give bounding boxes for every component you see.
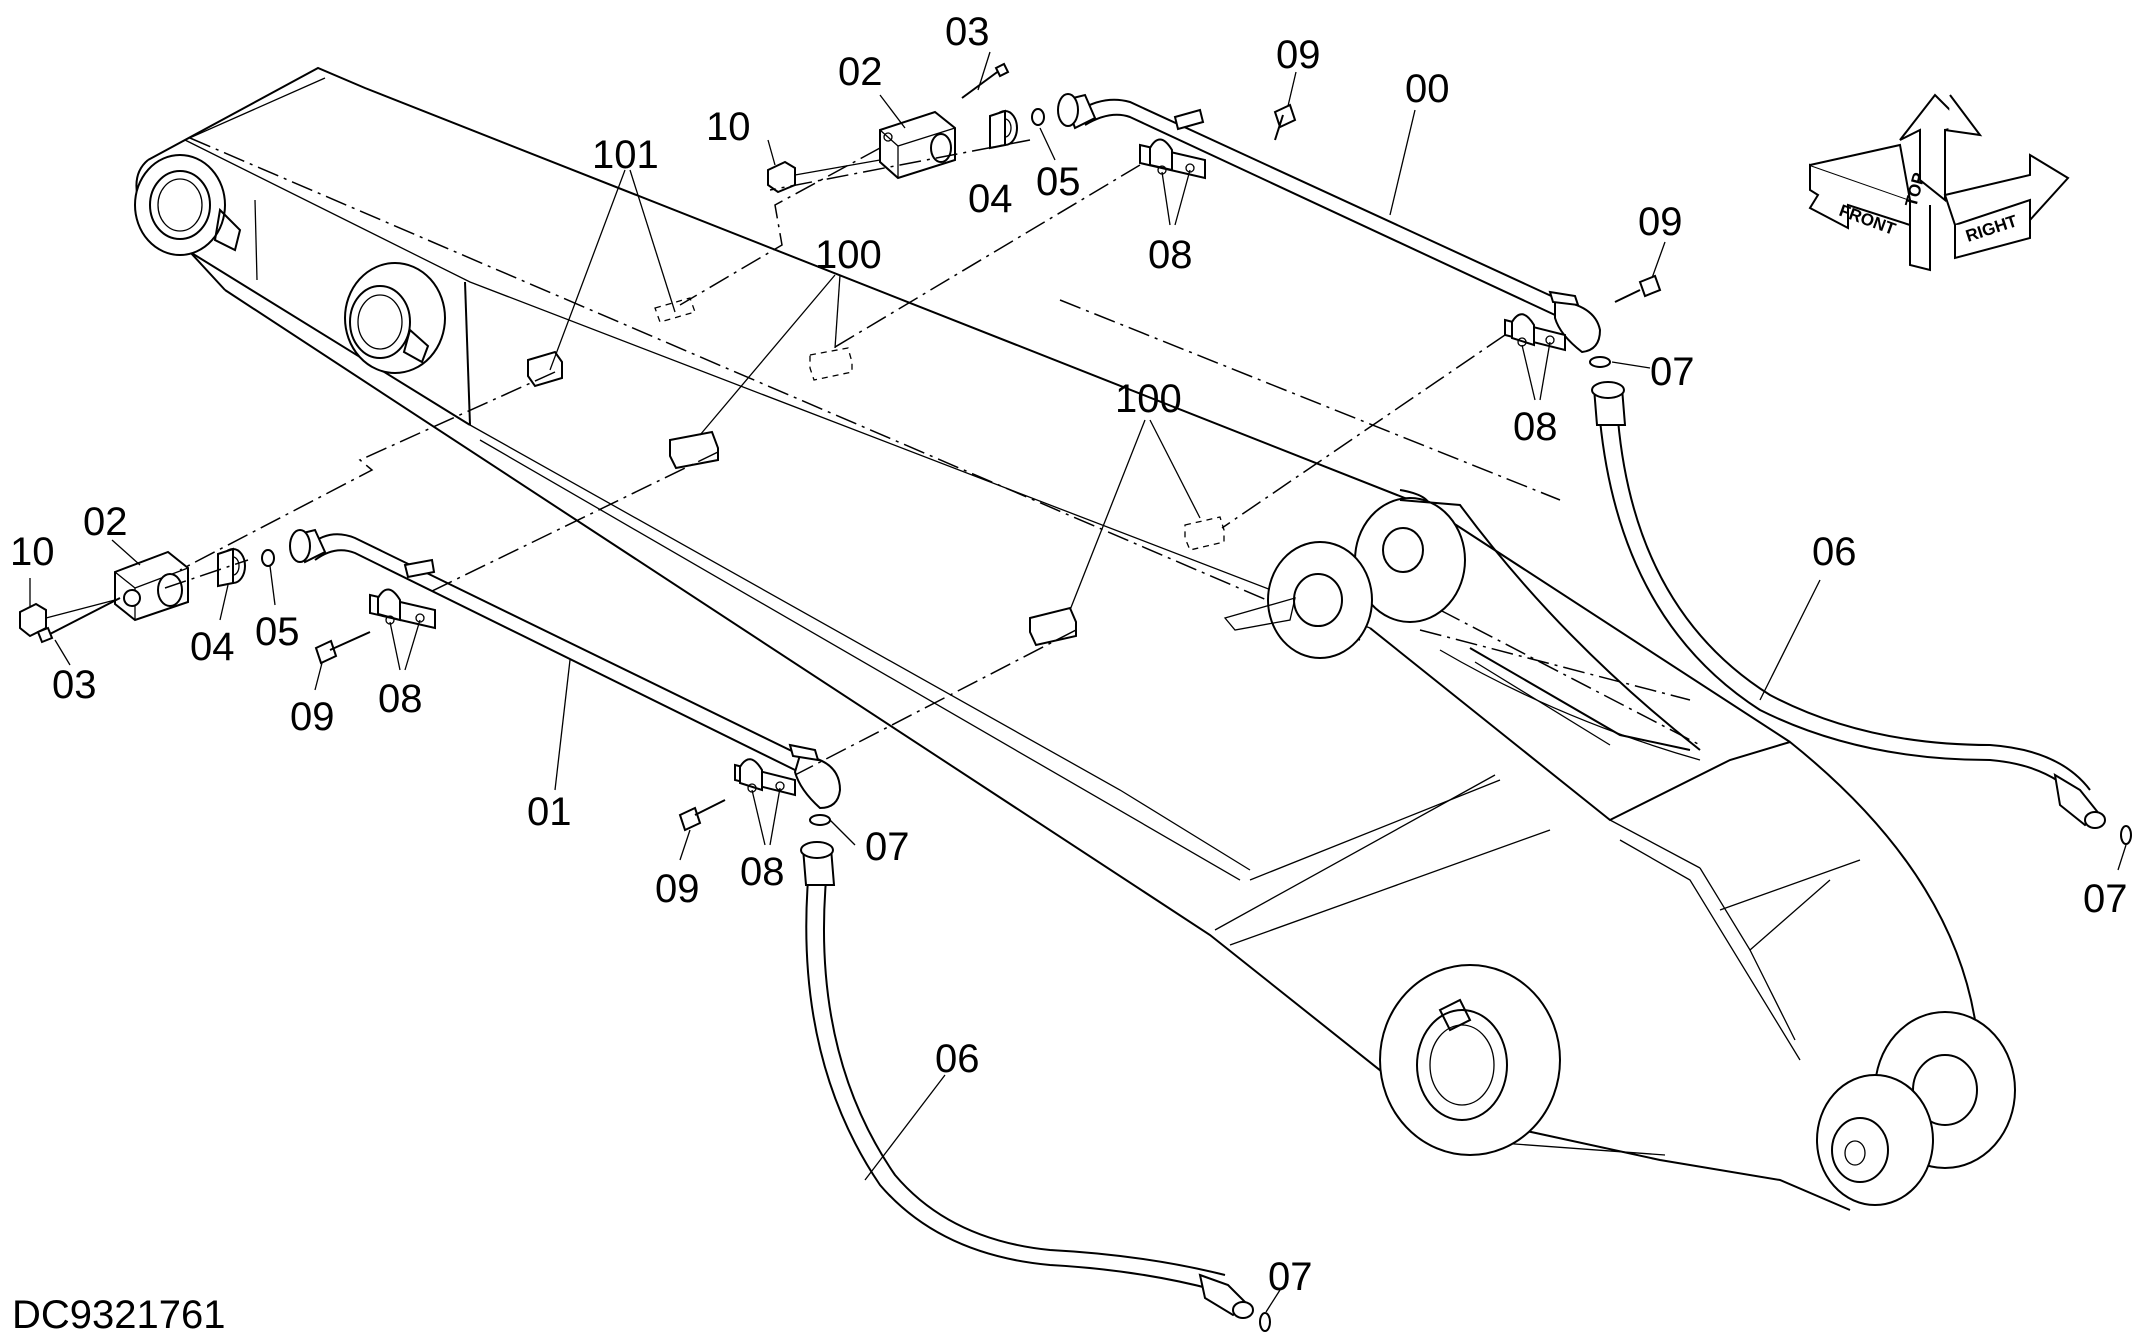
callout-100-lower: 100: [1115, 377, 1182, 421]
callout-02-left: 02: [83, 500, 128, 544]
callout-labels: 03 02 10 04 05 101 100 09 00 08 09 07 08…: [10, 10, 2128, 1299]
callout-07-lower: 07: [865, 825, 910, 869]
block-02-upper: [879, 110, 956, 180]
callout-04-upper: 04: [968, 177, 1013, 221]
orientation-arrows: FRONT TOP RIGHT: [1808, 93, 2070, 272]
pipe-01: [289, 528, 842, 810]
callout-06-right: 06: [1812, 530, 1857, 574]
arm-left-boss: [134, 154, 242, 256]
bolt-09-upper: [1273, 103, 1297, 141]
arm-tip-bosses: [1816, 1011, 2016, 1206]
bolt-09-left: [314, 631, 371, 665]
adapter-04-upper: [989, 109, 1018, 150]
hose-06-lower: [800, 841, 1254, 1319]
bolt-03-left: [36, 597, 121, 644]
o-rings: [261, 108, 2132, 1332]
callout-02-upper: 02: [838, 50, 883, 94]
callout-09-upper: 09: [1276, 33, 1321, 77]
clamp-08-pipe01-right: [734, 758, 796, 797]
callout-101: 101: [592, 133, 659, 177]
callout-07-lower-end: 07: [1268, 1255, 1313, 1299]
bolt-03-upper: [961, 62, 1010, 99]
clamp-08-pipe01-left: [369, 588, 436, 630]
callout-00: 00: [1405, 67, 1450, 111]
callout-04-left: 04: [190, 625, 235, 669]
callout-100-upper: 100: [815, 233, 882, 277]
arm-head-ears: [1223, 497, 1701, 751]
callout-06-lower: 06: [935, 1037, 980, 1081]
block-02-left: [114, 550, 189, 622]
excavator-arm: [135, 66, 1976, 1211]
callout-08-left: 08: [378, 677, 423, 721]
callout-08-right: 08: [1513, 405, 1558, 449]
plug-10-upper: [767, 159, 881, 194]
callout-05-upper: 05: [1036, 160, 1081, 204]
callout-10-left: 10: [10, 530, 55, 574]
adapter-04-left: [217, 547, 246, 588]
arm-bottom-boss: [1379, 964, 1561, 1156]
callout-07-right: 07: [1650, 350, 1695, 394]
callout-03-left: 03: [52, 663, 97, 707]
callout-09-left: 09: [290, 695, 335, 739]
callout-09-right: 09: [1638, 200, 1683, 244]
callout-09-lower: 09: [655, 867, 700, 911]
hose-06-right: [1591, 381, 2106, 829]
arm-mid-boss: [344, 262, 446, 374]
bolt-09-right: [1614, 274, 1662, 303]
clip-blocks: [527, 297, 1225, 647]
plug-10-left: [19, 599, 116, 638]
callout-01: 01: [527, 790, 572, 834]
callout-07-far-right: 07: [2083, 877, 2128, 921]
clamp-08-pipe00-left: [1139, 138, 1206, 180]
leader-lines: [29, 51, 2127, 1313]
callout-08-upper: 08: [1148, 233, 1193, 277]
dash-connectors: [164, 139, 1506, 776]
callout-08-lower: 08: [740, 850, 785, 894]
bolt-09-lower: [678, 799, 726, 832]
pipe-00: [1057, 93, 1602, 354]
diagram-code: DC9321761: [12, 1293, 226, 1337]
callout-05-left: 05: [255, 610, 300, 654]
callout-10-upper: 10: [706, 105, 751, 149]
callout-03-upper: 03: [945, 10, 990, 54]
